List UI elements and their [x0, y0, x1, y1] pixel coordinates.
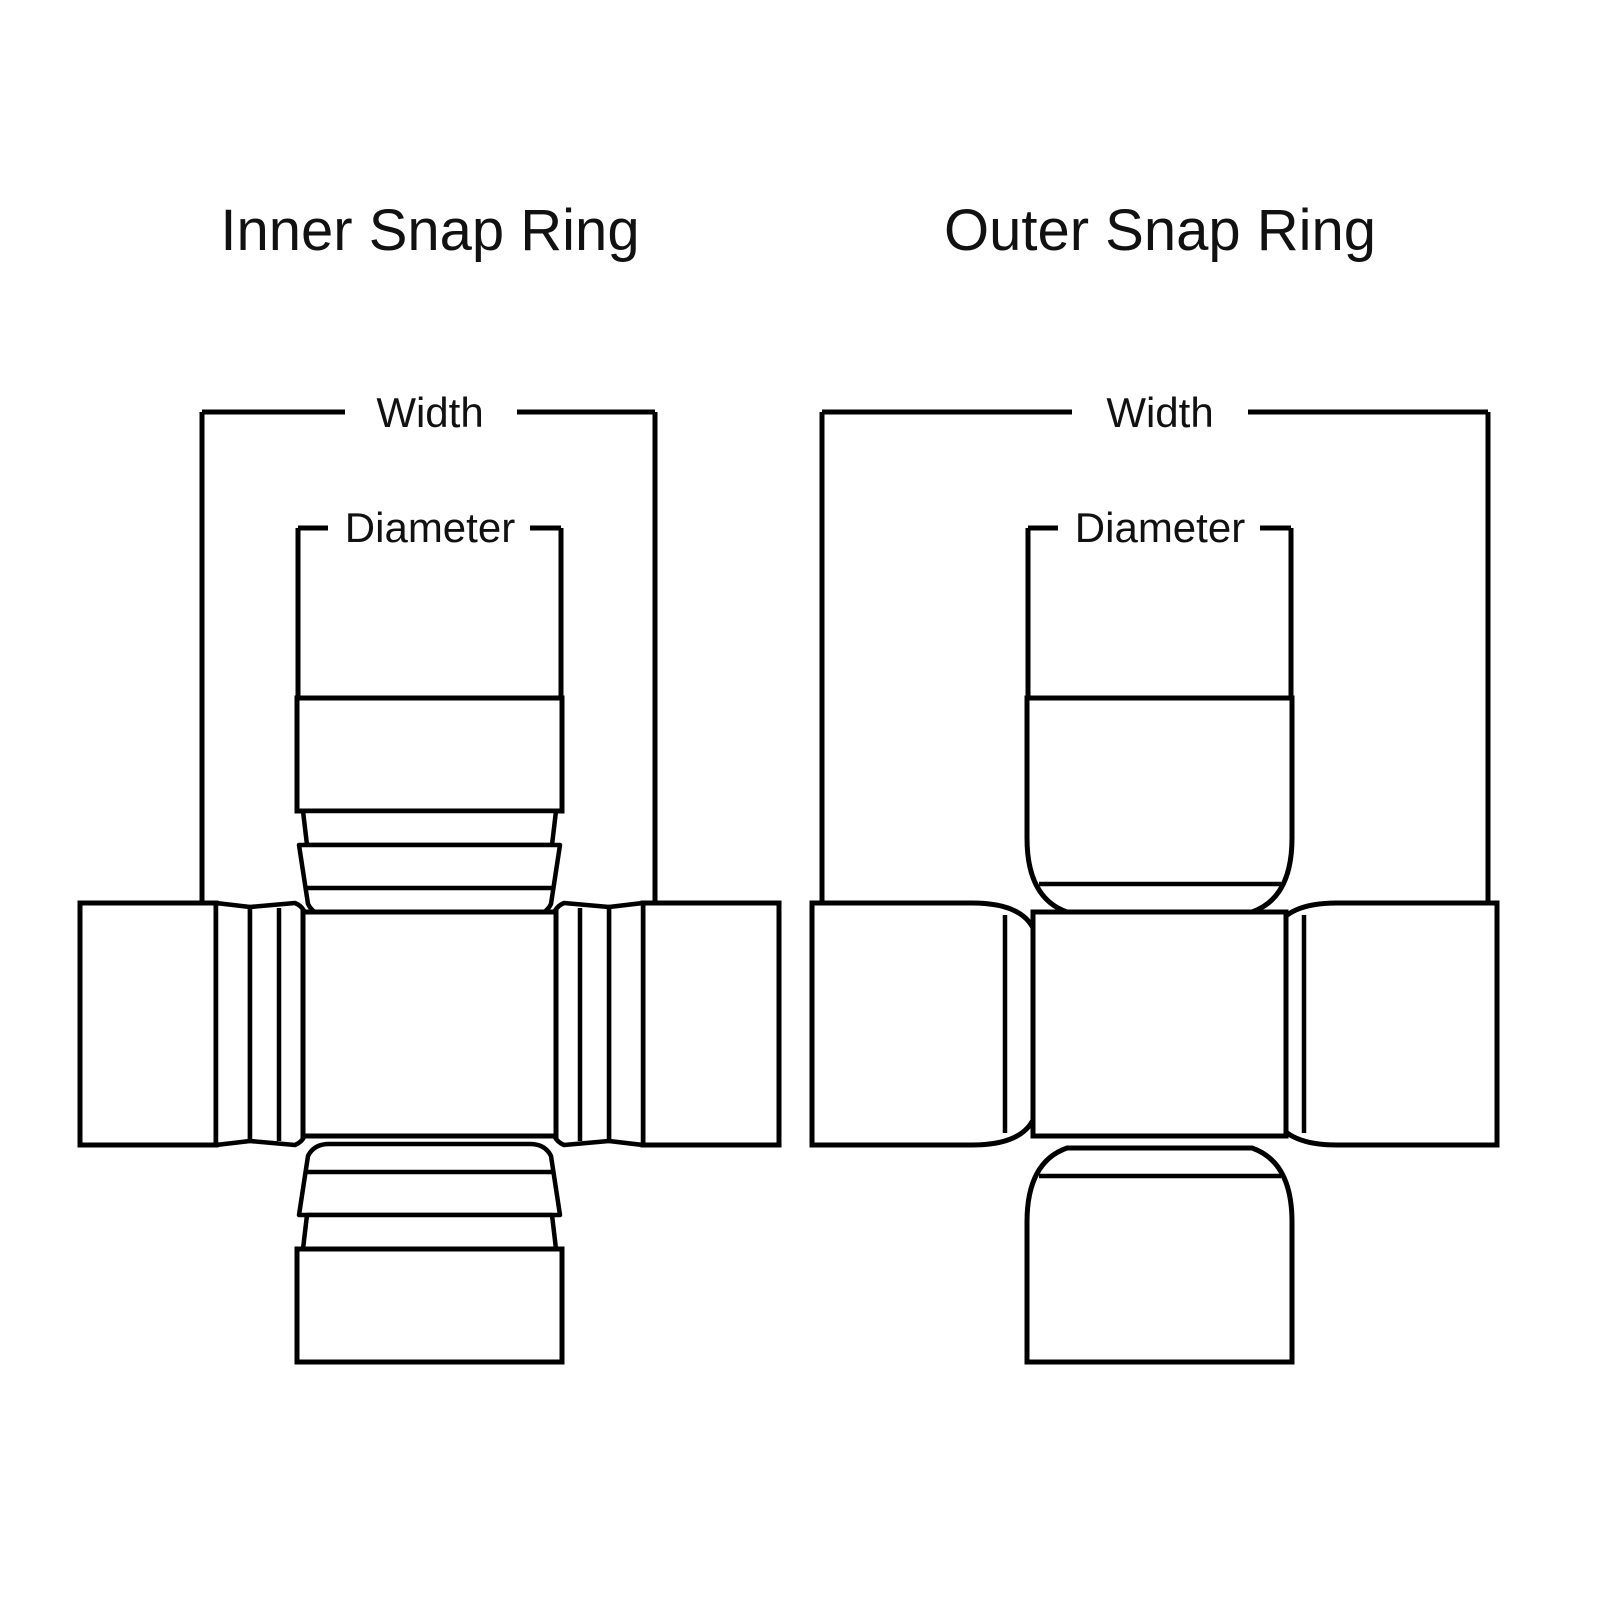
cap-body-right-outer: [1272, 900, 1500, 1148]
diameter-dimension-inner: Diameter: [295, 504, 564, 697]
bearing-cap-right-inner: [549, 900, 782, 1148]
width-label-outer: Width: [1106, 389, 1213, 436]
snap-ring-groove-right-inner: [606, 900, 646, 1148]
bearing-cap-right-outer: [1272, 900, 1500, 1148]
center-cross-body-inner: [300, 909, 559, 1139]
diameter-label-outer: Diameter: [1075, 504, 1245, 551]
snap-ring-groove-bottom-inner: [300, 1212, 559, 1252]
snap-ring-groove-left-inner: [213, 900, 253, 1148]
width-label-inner: Width: [376, 389, 483, 436]
seal-collar-bottom-inner: [296, 1141, 563, 1218]
seal-collar-top-inner: [296, 842, 563, 919]
panel-title-outer: Outer Snap Ring: [944, 198, 1376, 263]
cap-body-top-inner: [294, 695, 565, 814]
cap-body-right-inner: [640, 900, 782, 1148]
bearing-cap-left-outer: [809, 900, 1037, 1148]
panel-title-inner: Inner Snap Ring: [220, 198, 639, 263]
cap-body-top-outer: [1024, 695, 1295, 915]
width-dimension-outer: Width: [819, 389, 1491, 905]
cap-body-left-outer: [809, 900, 1037, 1148]
width-dimension-inner: Width: [199, 389, 658, 905]
center-cross-body-outer: [1030, 909, 1289, 1139]
cap-body-left-inner: [77, 900, 219, 1148]
bearing-cap-bottom-outer: [1024, 1145, 1295, 1365]
bearing-cap-left-inner: [77, 900, 310, 1148]
panel-outer-snap-ring: Outer Snap Ring Width Diameter: [809, 198, 1500, 1365]
bearing-cap-top-inner: [294, 695, 565, 919]
panel-inner-snap-ring: Inner Snap Ring Width Diameter: [77, 198, 782, 1365]
snap-ring-groove-top-inner: [300, 808, 559, 848]
diameter-label-inner: Diameter: [345, 504, 515, 551]
bearing-cap-top-outer: [1024, 695, 1295, 915]
cap-body-bottom-outer: [1024, 1145, 1295, 1365]
bearing-cap-bottom-inner: [294, 1141, 565, 1365]
cap-body-bottom-inner: [294, 1246, 565, 1365]
diameter-dimension-outer: Diameter: [1025, 504, 1294, 697]
